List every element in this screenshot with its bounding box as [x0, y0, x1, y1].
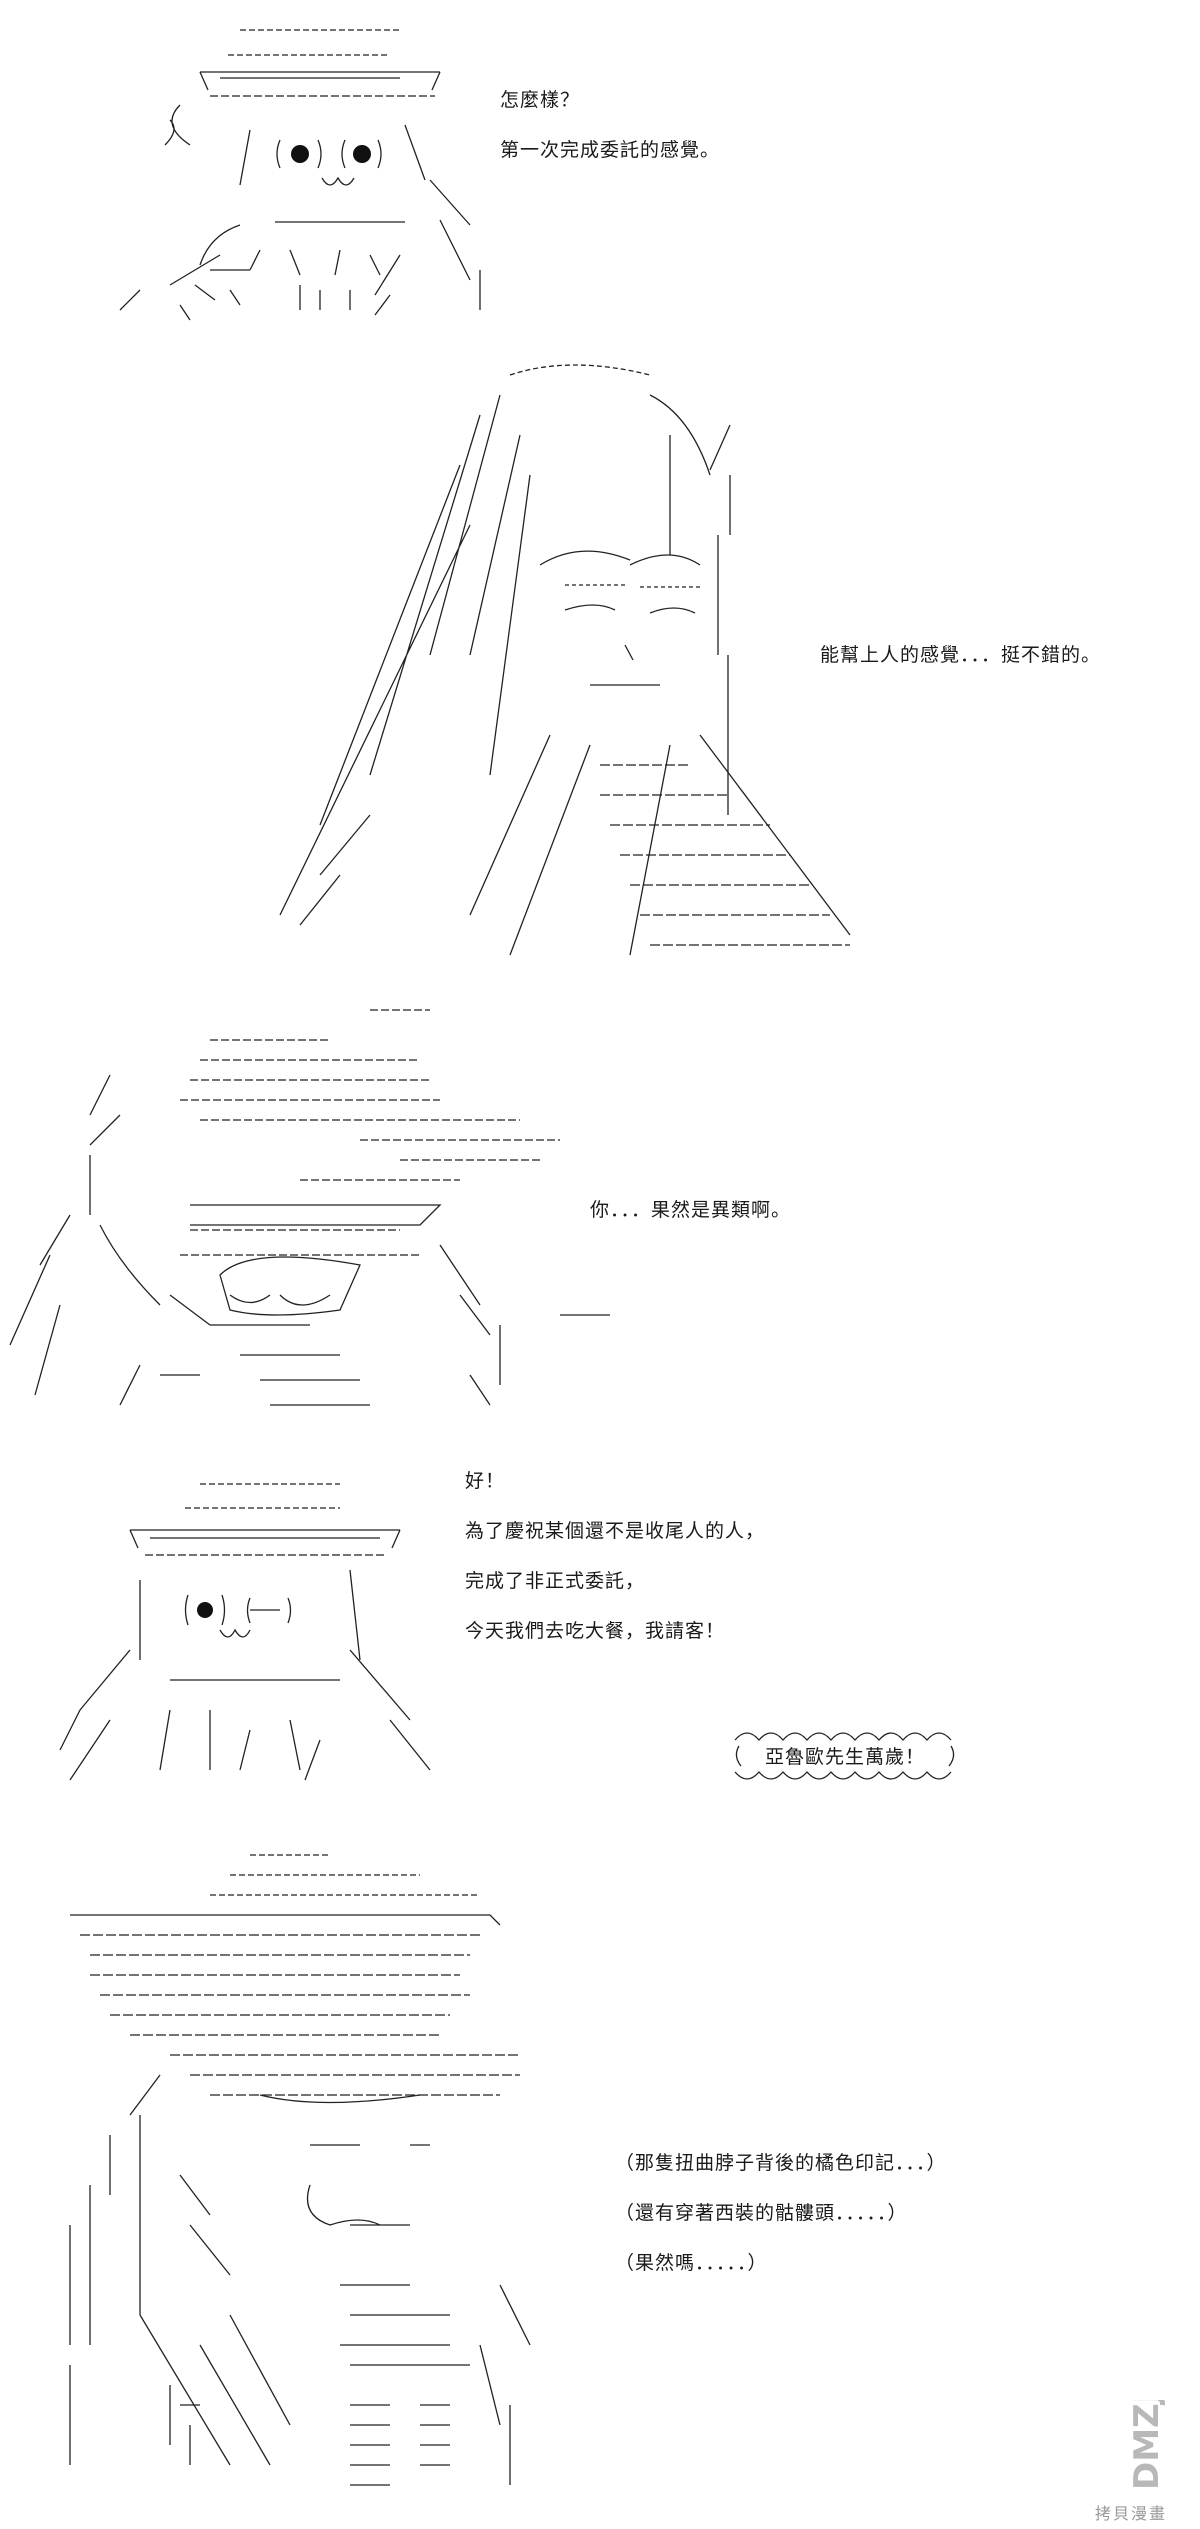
dialogue-line: 你．．．果然是異類啊。 — [590, 1199, 792, 1221]
dialogue-line: 今天我們去吃大餐，我請客！ — [465, 1620, 726, 1642]
dialogue-panel-2: 能幫上人的感覺．．．挺不錯的。 — [820, 630, 1101, 680]
dialogue-line: 為了慶祝某個還不是收尾人的人， — [465, 1520, 766, 1542]
dialogue-line: 完成了非正式委託， — [465, 1570, 646, 1592]
dialogue-line: （果然嗎．．．．．） — [615, 2252, 768, 2274]
watermark-site: 拷貝漫畫 — [1095, 2504, 1168, 2523]
dialogue-line: 好！ — [465, 1470, 506, 1492]
ascii-art-character-big-hat — [50, 1845, 610, 2515]
shout-text: 亞魯歐先生萬歲！ — [764, 1745, 925, 1768]
dialogue-panel-3: 你．．．果然是異類啊。 — [590, 1185, 791, 1235]
ascii-art-character-tipping-hat — [0, 995, 640, 1435]
shout-bubble-frame — [734, 1732, 955, 1780]
dialogue-line: 能幫上人的感覺．．．挺不錯的。 — [820, 644, 1102, 666]
dialogue-line: 第一次完成委託的感覺。 — [500, 139, 721, 161]
dialogue-line: （那隻扭曲脖子背後的橘色印記．．．） — [615, 2152, 947, 2174]
dialogue-line: 怎麼樣？ — [500, 89, 581, 111]
panel-5: （那隻扭曲脖子背後的橘色印記．．．） （還有穿著西裝的骷髏頭．．．．．） （果然… — [0, 1840, 1200, 2520]
panel-1: 怎麼樣？ 第一次完成委託的感覺。 — [0, 0, 1200, 330]
ascii-art-long-hair-girl — [170, 355, 851, 975]
ascii-art-character-hat — [60, 10, 481, 321]
dialogue-panel-1: 怎麼樣？ 第一次完成委託的感覺。 — [500, 75, 720, 175]
dialogue-line: （還有穿著西裝的骷髏頭．．．．．） — [615, 2202, 908, 2224]
dialogue-panel-5: （那隻扭曲脖子背後的橘色印記．．．） （還有穿著西裝的骷髏頭．．．．．） （果然… — [615, 2138, 947, 2288]
shout-bubble: 亞魯歐先生萬歲！ — [725, 1720, 965, 1790]
panel-4: 好！ 為了慶祝某個還不是收尾人的人， 完成了非正式委託， 今天我們去吃大餐，我請… — [0, 1450, 1200, 1830]
ascii-art-character-hat-winking — [40, 1470, 460, 1800]
dialogue-panel-4: 好！ 為了慶祝某個還不是收尾人的人， 完成了非正式委託， 今天我們去吃大餐，我請… — [465, 1456, 765, 1656]
watermark-logo-text: DMZJ — [1127, 2400, 1167, 2490]
panel-2: 能幫上人的感覺．．．挺不錯的。 — [0, 340, 1200, 980]
panel-3: 你．．．果然是異類啊。 — [0, 990, 1200, 1440]
watermark-logo: DMZJ — [1110, 2391, 1190, 2500]
